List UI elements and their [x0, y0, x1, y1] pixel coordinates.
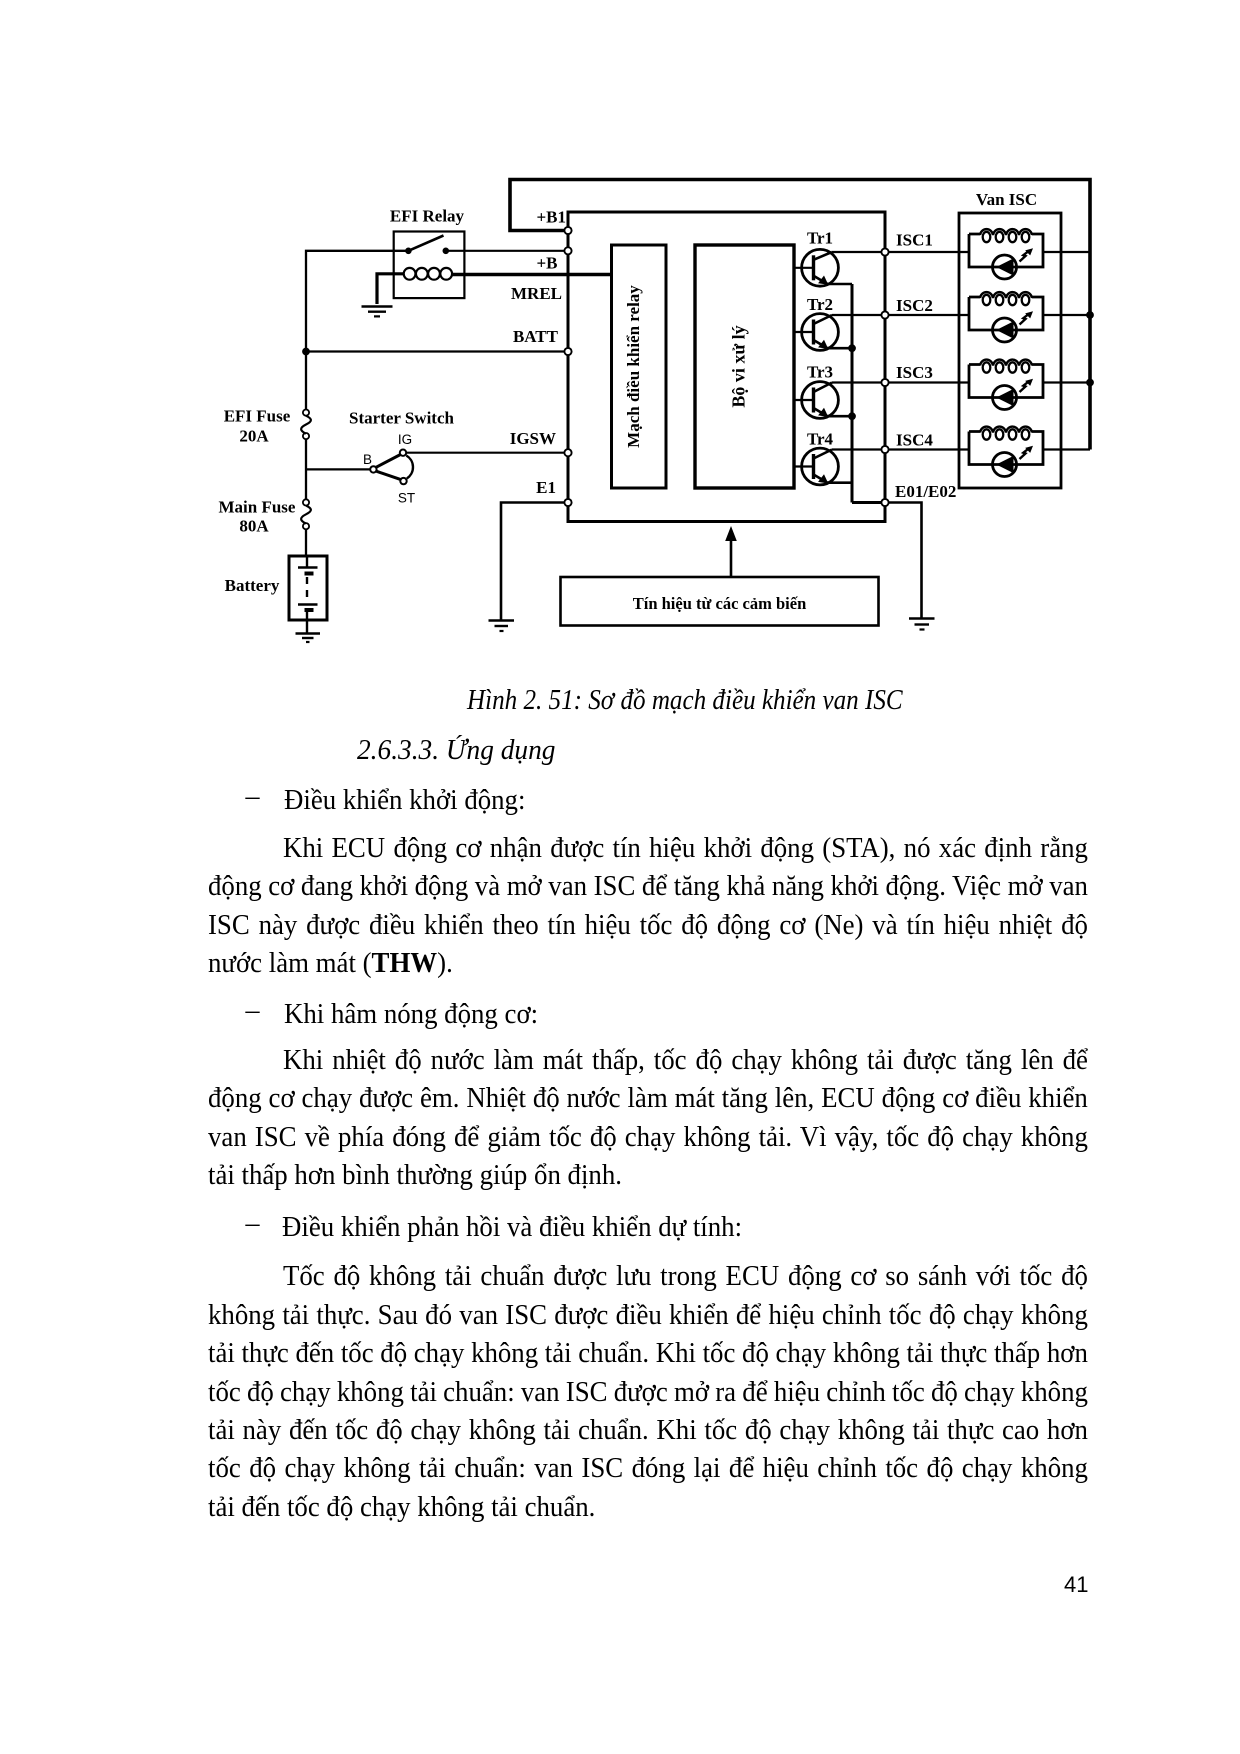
svg-text:+B1: +B1: [536, 208, 566, 227]
svg-text:ISC3: ISC3: [896, 363, 933, 382]
svg-text:+B: +B: [536, 254, 557, 273]
svg-text:B: B: [363, 452, 372, 467]
svg-text:E01/E02: E01/E02: [895, 482, 956, 501]
svg-text:80A: 80A: [239, 517, 269, 536]
svg-text:ISC4: ISC4: [896, 430, 933, 449]
svg-text:E1: E1: [536, 478, 556, 497]
svg-text:BATT: BATT: [513, 327, 559, 346]
svg-text:IGSW: IGSW: [510, 429, 556, 448]
svg-text:Tr1: Tr1: [807, 229, 833, 248]
svg-text:Tr4: Tr4: [807, 430, 834, 449]
svg-text:Main Fuse: Main Fuse: [219, 498, 296, 517]
svg-text:20A: 20A: [239, 427, 269, 446]
svg-text:MREL: MREL: [511, 284, 562, 303]
svg-text:ST: ST: [398, 491, 415, 506]
svg-text:ISC1: ISC1: [896, 231, 933, 250]
svg-text:Van ISC: Van ISC: [976, 190, 1037, 209]
svg-text:Tr2: Tr2: [807, 295, 833, 314]
svg-text:Tr3: Tr3: [807, 363, 833, 382]
svg-text:Tín hiệu từ các cảm biến: Tín hiệu từ các cảm biến: [633, 594, 807, 613]
svg-text:Battery: Battery: [225, 576, 280, 595]
svg-text:Starter Switch: Starter Switch: [349, 409, 455, 428]
svg-text:ISC2: ISC2: [896, 296, 933, 315]
svg-text:Bộ vi xử lý: Bộ vi xử lý: [729, 325, 749, 407]
svg-text:EFI Relay: EFI Relay: [390, 207, 465, 226]
svg-text:EFI Fuse: EFI Fuse: [224, 407, 291, 426]
svg-text:Mạch điều khiển relay: Mạch điều khiển relay: [624, 285, 643, 448]
svg-text:IG: IG: [398, 432, 412, 447]
